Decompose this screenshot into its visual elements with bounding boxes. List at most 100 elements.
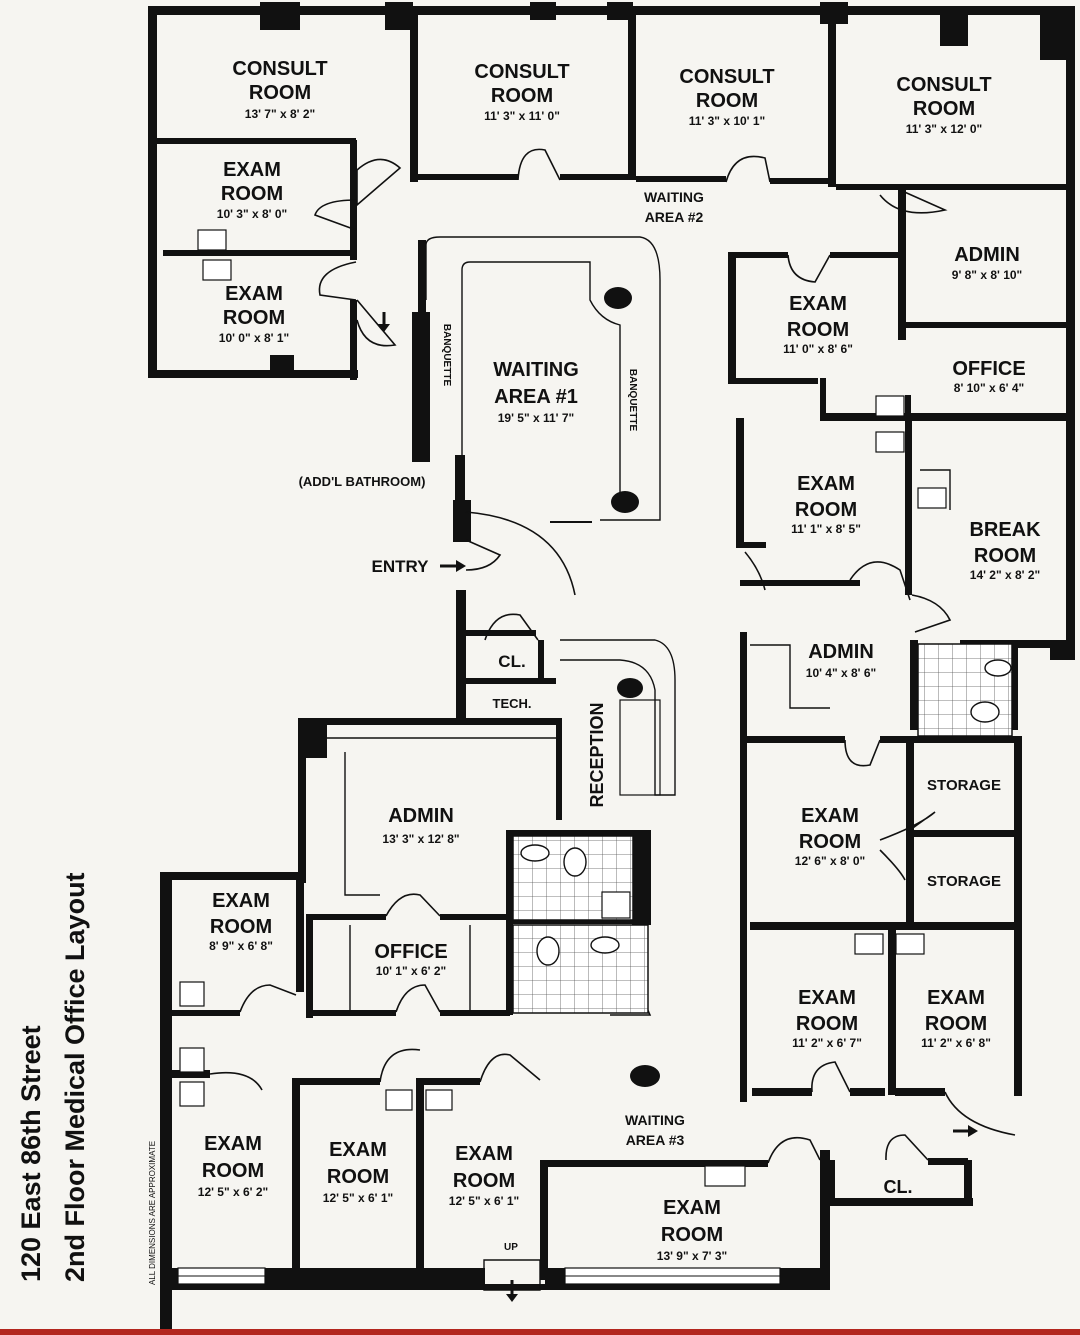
svg-text:WAITING: WAITING [493,359,579,381]
room-exam-w: EXAM ROOM 8' 9" x 6' 8" [209,890,273,953]
arrows [378,312,978,1302]
room-exam-se-2: EXAM ROOM 11' 2" x 6' 8" [921,987,991,1050]
room-exam-nw-2: EXAM ROOM 10' 0" x 8' 1" [219,283,289,345]
svg-text:ROOM: ROOM [223,307,285,329]
room-office-ne: OFFICE 8' 10" x 6' 4" [952,358,1025,395]
svg-text:ROOM: ROOM [327,1166,389,1188]
svg-text:12' 5" x 6' 2": 12' 5" x 6' 2" [198,1185,268,1199]
svg-text:8' 9" x 6' 8": 8' 9" x 6' 8" [209,939,273,953]
svg-text:CONSULT: CONSULT [896,74,991,96]
svg-text:10' 0" x 8' 1": 10' 0" x 8' 1" [219,331,289,345]
svg-text:ROOM: ROOM [249,82,311,104]
svg-text:12' 5" x 6' 1": 12' 5" x 6' 1" [449,1194,519,1208]
room-consult-4: CONSULT ROOM 11' 3" x 12' 0" [896,74,991,136]
waiting-area-1-furniture [425,236,661,523]
svg-text:CONSULT: CONSULT [474,61,569,83]
room-office-central: OFFICE 10' 1" x 6' 2" [374,941,447,978]
svg-text:14' 2" x 8' 2": 14' 2" x 8' 2" [970,568,1040,582]
svg-text:AREA #2: AREA #2 [645,209,704,225]
svg-text:ROOM: ROOM [795,499,857,521]
svg-text:11' 2" x 6' 7": 11' 2" x 6' 7" [792,1036,862,1050]
closet-top-label: CL. [498,652,525,671]
svg-text:OFFICE: OFFICE [374,941,447,963]
svg-text:10' 3" x 8' 0": 10' 3" x 8' 0" [217,207,287,221]
partitions [327,469,951,1291]
room-admin-ne: ADMIN 9' 8" x 8' 10" [952,244,1022,282]
svg-text:19' 5" x 11' 7": 19' 5" x 11' 7" [498,411,574,425]
svg-text:WAITING: WAITING [625,1112,685,1128]
room-exam-sw-2: EXAM ROOM 12' 5" x 6' 1" [323,1139,393,1205]
svg-text:ROOM: ROOM [696,90,758,112]
svg-text:11' 0" x 8' 6": 11' 0" x 8' 6" [783,342,853,356]
room-exam-se-1: EXAM ROOM 11' 2" x 6' 7" [792,987,862,1050]
svg-text:ROOM: ROOM [799,831,861,853]
svg-text:OFFICE: OFFICE [952,358,1025,380]
dimensions-note: ALL DIMENSIONS ARE APPROXIMATE [148,1141,157,1285]
svg-text:EXAM: EXAM [663,1197,721,1219]
svg-text:EXAM: EXAM [329,1139,387,1161]
bathrooms [512,643,1013,1014]
banquette-right-label: BANQUETTE [627,369,638,432]
banquette-left-label: BANQUETTE [441,324,452,387]
svg-text:EXAM: EXAM [223,159,281,181]
closet-bottom-label: CL. [884,1177,913,1197]
svg-text:EXAM: EXAM [455,1143,513,1165]
svg-text:ROOM: ROOM [491,85,553,107]
svg-text:BREAK: BREAK [969,519,1041,541]
svg-text:11' 3" x 12' 0": 11' 3" x 12' 0" [906,122,982,136]
svg-text:13' 3" x 12' 8": 13' 3" x 12' 8" [382,832,459,846]
svg-text:AREA #1: AREA #1 [494,386,578,408]
svg-text:ADMIN: ADMIN [954,244,1020,266]
windows [177,1267,781,1285]
room-waiting-2: WAITING AREA #2 [644,189,704,225]
svg-text:ROOM: ROOM [210,916,272,938]
room-consult-2: CONSULT ROOM 11' 3" x 11' 0" [474,61,569,123]
room-exam-e2: EXAM ROOM 12' 6" x 8' 0" [795,805,865,868]
room-admin-central: ADMIN 13' 3" x 12' 8" [382,805,459,846]
svg-text:ROOM: ROOM [453,1170,515,1192]
svg-text:ROOM: ROOM [796,1013,858,1035]
svg-text:EXAM: EXAM [212,890,270,912]
svg-text:ROOM: ROOM [787,319,849,341]
svg-text:11' 2" x 6' 8": 11' 2" x 6' 8" [921,1036,991,1050]
svg-text:ROOM: ROOM [202,1160,264,1182]
accent-strip [0,1329,1080,1335]
walls [148,2,1075,1332]
room-exam-e: EXAM ROOM 11' 1" x 8' 5" [791,473,861,536]
svg-text:EXAM: EXAM [797,473,855,495]
svg-text:ADMIN: ADMIN [388,805,454,827]
stairs-up-label: UP [504,1242,518,1253]
room-exam-sw-3: EXAM ROOM 12' 5" x 6' 1" [449,1143,519,1208]
exam-room-fixtures [179,229,947,1187]
door-swings [209,148,1016,1164]
reception-label: RECEPTION [587,702,607,807]
svg-text:CONSULT: CONSULT [232,58,327,80]
svg-text:AREA #3: AREA #3 [626,1132,685,1148]
room-consult-3: CONSULT ROOM 11' 3" x 10' 1" [679,66,774,128]
svg-text:EXAM: EXAM [225,283,283,305]
svg-text:12' 5" x 6' 1": 12' 5" x 6' 1" [323,1191,393,1205]
room-exam-ne: EXAM ROOM 11' 0" x 8' 6" [783,293,853,356]
room-break: BREAK ROOM 14' 2" x 8' 2" [969,519,1041,582]
svg-text:EXAM: EXAM [927,987,985,1009]
svg-text:11' 3" x 11' 0": 11' 3" x 11' 0" [484,109,560,123]
storage-2-label: STORAGE [927,873,1001,890]
svg-text:ROOM: ROOM [661,1224,723,1246]
svg-text:11' 3" x 10' 1": 11' 3" x 10' 1" [689,114,765,128]
svg-text:ROOM: ROOM [974,545,1036,567]
entry-label: ENTRY [372,557,430,576]
svg-text:EXAM: EXAM [801,805,859,827]
room-waiting-1: WAITING AREA #1 19' 5" x 11' 7" [493,359,579,425]
room-consult-1: CONSULT ROOM 13' 7" x 8' 2" [232,58,327,121]
svg-text:ROOM: ROOM [221,183,283,205]
svg-text:EXAM: EXAM [789,293,847,315]
svg-text:8' 10" x 6' 4": 8' 10" x 6' 4" [954,381,1024,395]
addl-bathroom-label: (ADD'L BATHROOM) [299,474,426,489]
svg-text:12' 6" x 8' 0": 12' 6" x 8' 0" [795,854,865,868]
svg-text:13' 7" x 8' 2": 13' 7" x 8' 2" [245,107,315,121]
svg-text:ROOM: ROOM [913,98,975,120]
svg-text:EXAM: EXAM [204,1133,262,1155]
svg-text:10' 4" x 8' 6": 10' 4" x 8' 6" [806,666,876,680]
room-exam-s: EXAM ROOM 13' 9" x 7' 3" [657,1197,727,1263]
